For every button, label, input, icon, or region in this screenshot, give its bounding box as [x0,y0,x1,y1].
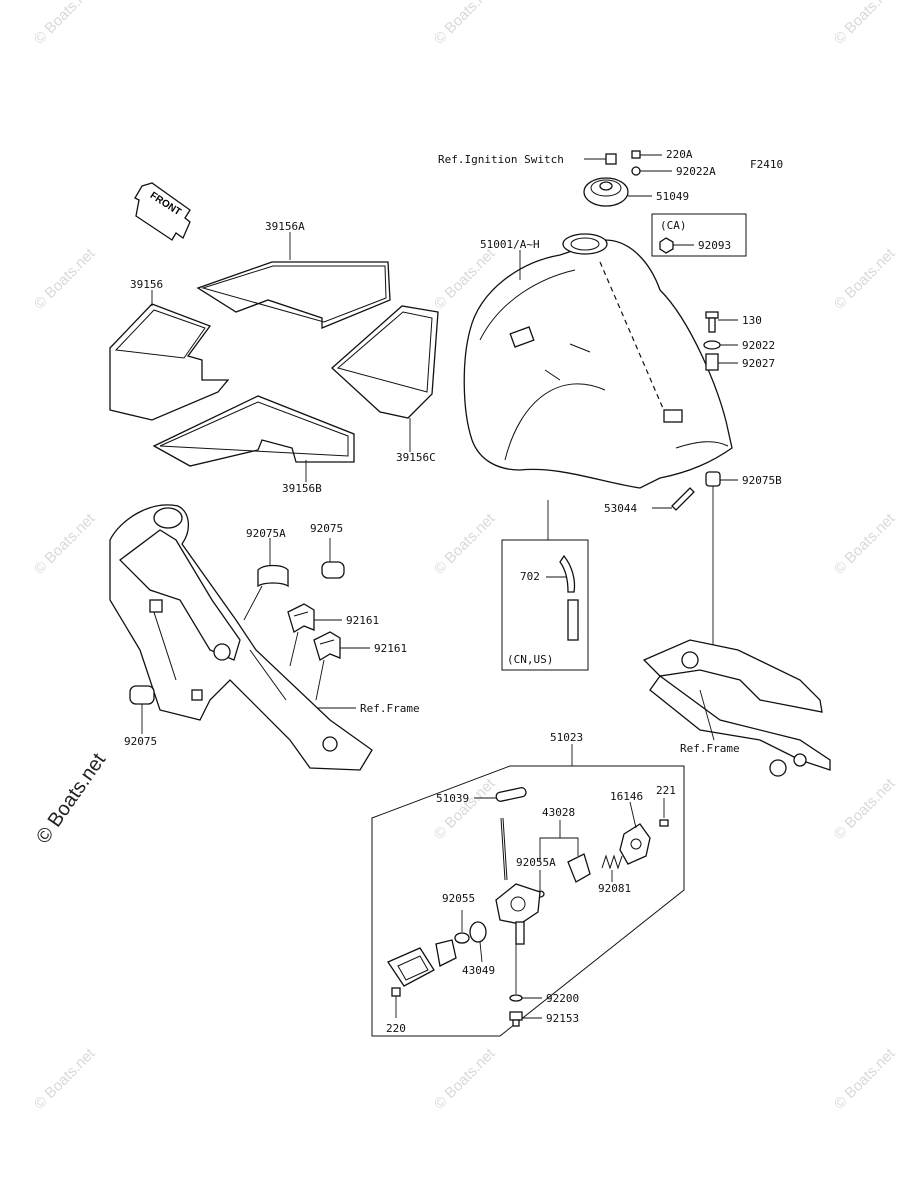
fuel-cock-assembly: 51023 51039 43028 92055A 16146 92081 221 [371,731,685,1037]
label-92093: 92093 [698,239,731,252]
label-92027: 92027 [742,357,775,370]
label-92075a: 92075A [246,527,286,540]
watermark: © Boats.net [431,0,499,48]
label-92055: 92055 [442,892,475,905]
label-92161-a: 92161 [346,614,379,627]
watermark: © Boats.net [31,245,99,313]
washer-92022a: 92022A [631,165,716,178]
damper-92075b: 92075B [705,471,782,645]
hose-box-cn-us: 702 (CN,US) [501,539,589,671]
label-43049: 43049 [462,964,495,977]
main-frame-ref: Ref.Frame [109,504,420,771]
watermark: © Boats.net [31,0,99,48]
watermark: © Boats.net [831,510,899,578]
watermark-large: © Boats.net [32,749,110,848]
screw-220a: 220A [631,148,693,161]
label-43028: 43028 [542,806,575,819]
label-221: 221 [656,784,676,797]
label-51049: 51049 [656,190,689,203]
damper-92075a: 92075A [243,527,289,621]
rear-frame-ref: Ref.Frame [642,639,831,777]
watermark: © Boats.net [831,245,899,313]
watermark: © Boats.net [831,0,899,48]
label-16146: 16146 [610,790,643,803]
bolt-130: 130 [705,311,762,333]
fuel-cap: 51049 [583,177,689,207]
label-92075b: 92075B [742,474,782,487]
watermark: © Boats.net [431,1045,499,1113]
label-ignition-switch: Ref.Ignition Switch [438,153,564,166]
pad-39156a: 39156A [196,220,391,329]
label-92055a: 92055A [516,856,556,869]
figure-code: F2410 [750,158,783,171]
label-ref-frame-left: Ref.Frame [360,702,420,715]
label-39156: 39156 [130,278,163,291]
label-39156a: 39156A [265,220,305,233]
clamp-92161-b: 92161 [313,631,407,701]
pad-39156: 39156 [109,278,230,421]
front-arrow-icon: FRONT [134,182,191,241]
label-92075-top: 92075 [310,522,343,535]
washer-92022: 92022 [703,339,775,352]
pad-39156b: 39156B [152,395,355,495]
fuel-tank: 51001/A~H [463,233,733,489]
label-130: 130 [742,314,762,327]
watermark: © Boats.net [431,775,499,843]
label-92081: 92081 [598,882,631,895]
label-53044: 53044 [604,502,637,515]
label-ca: (CA) [660,219,687,232]
label-cn-us: (CN,US) [507,653,553,666]
damper-92075-top: 92075 [310,522,345,579]
tube-53044: 53044 [604,487,695,515]
watermark: © Boats.net [31,1045,99,1113]
watermark: © Boats.net [431,510,499,578]
label-ref-frame-right: Ref.Frame [680,742,740,755]
collar-92027: 92027 [705,353,775,371]
label-51001: 51001/A~H [480,238,540,251]
label-92161-b: 92161 [374,642,407,655]
label-92022: 92022 [742,339,775,352]
ignition-ref: Ref.Ignition Switch [438,153,617,166]
label-51039: 51039 [436,792,469,805]
watermark: © Boats.net [31,510,99,578]
label-702: 702 [520,570,540,583]
pad-39156c: 39156C [331,305,439,464]
watermark: © Boats.net [831,1045,899,1113]
label-220: 220 [386,1022,406,1035]
watermark: © Boats.net [831,775,899,843]
label-92022a: 92022A [676,165,716,178]
label-39156c: 39156C [396,451,436,464]
label-92200: 92200 [546,992,579,1005]
ca-box: (CA) 92093 [651,213,747,257]
label-39156b: 39156B [282,482,322,495]
label-92153: 92153 [546,1012,579,1025]
damper-92075-bottom: 92075 [124,685,157,748]
label-51023: 51023 [550,731,583,744]
clamp-92161-a: 92161 [287,603,379,667]
label-92075-bottom: 92075 [124,735,157,748]
label-220a: 220A [666,148,693,161]
